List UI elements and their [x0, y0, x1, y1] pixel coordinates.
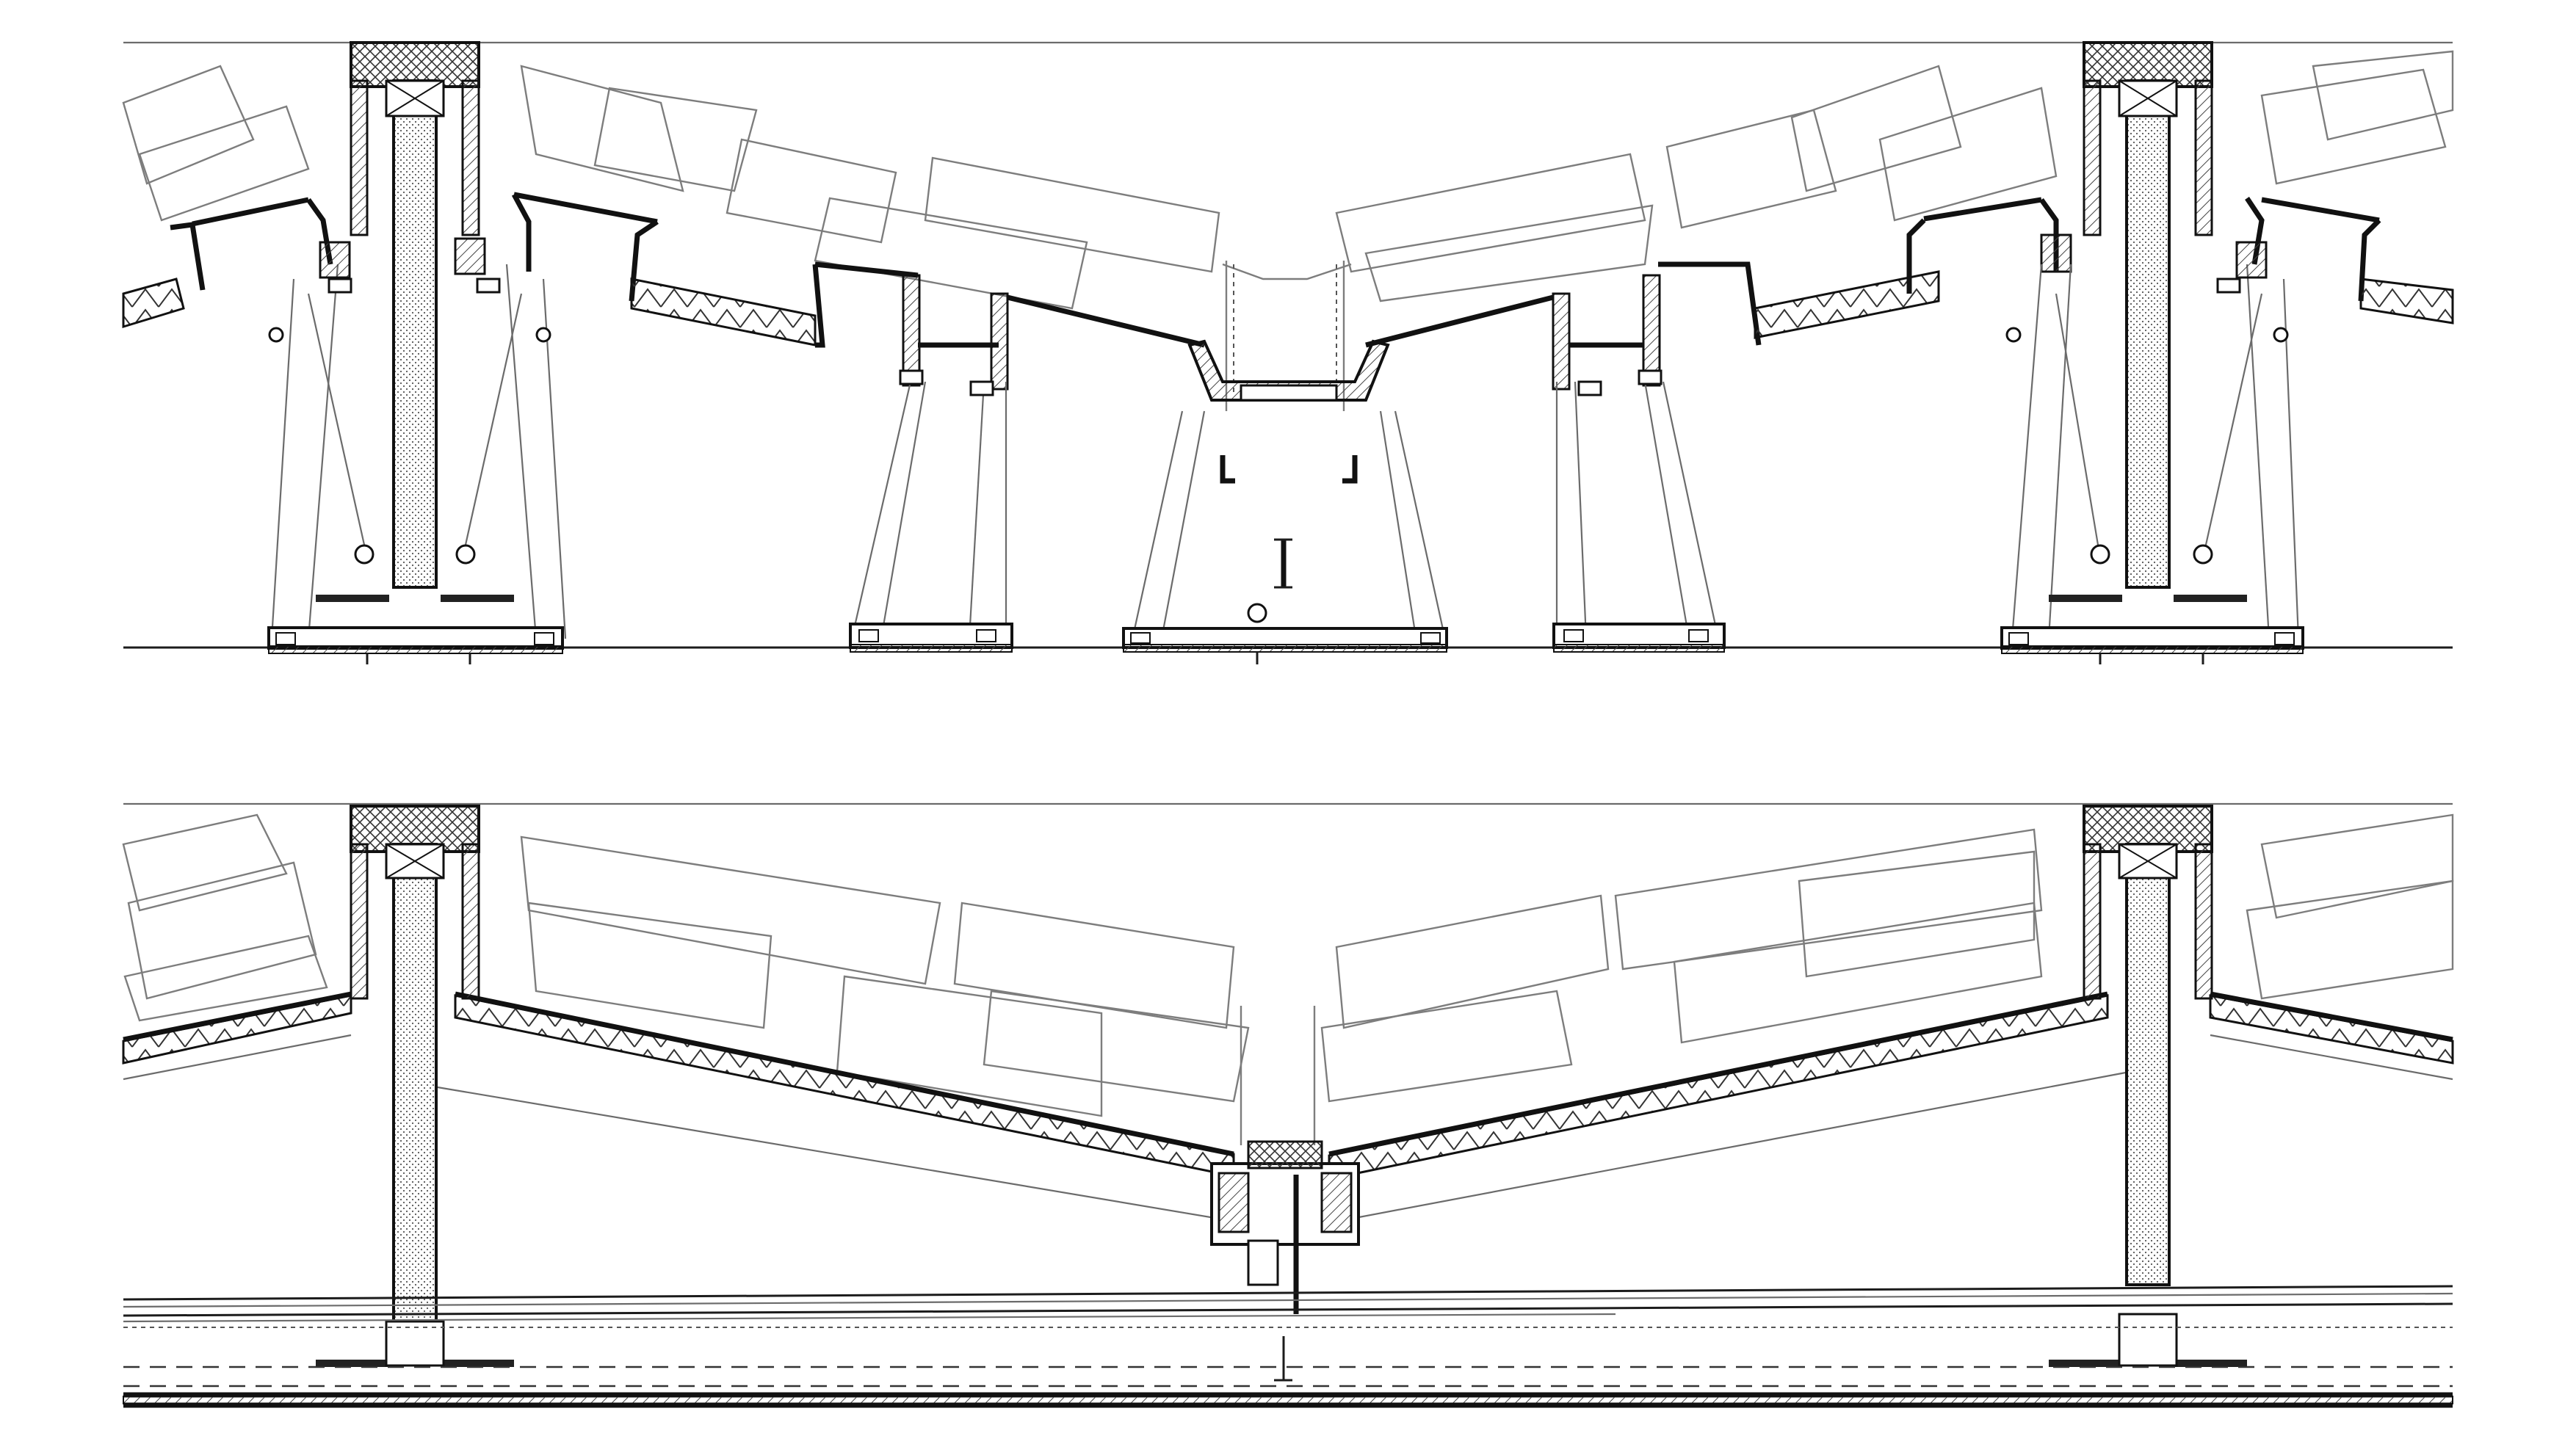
- lower-floor-layers: [123, 1285, 2453, 1408]
- upper-glazing-right: [2216, 197, 2454, 324]
- upper-section: [122, 41, 2454, 664]
- upper-frame-right-center: [1552, 197, 2072, 653]
- lower-sloped-panels: [122, 991, 2454, 1220]
- upper-ghost-fins: [122, 50, 2454, 411]
- upper-frame-left-center: [812, 261, 1205, 653]
- lower-post-right: [2049, 805, 2247, 1367]
- lower-central-gutter: [1210, 1140, 1360, 1382]
- lower-section: [122, 802, 2454, 1408]
- upper-post-right: [2000, 41, 2304, 664]
- upper-central-gutter: [1122, 294, 1554, 664]
- upper-glazing-left: [122, 192, 817, 347]
- lower-ghost-fins: [122, 813, 2454, 1145]
- upper-post-left: [267, 41, 567, 664]
- lower-post-left: [316, 805, 514, 1367]
